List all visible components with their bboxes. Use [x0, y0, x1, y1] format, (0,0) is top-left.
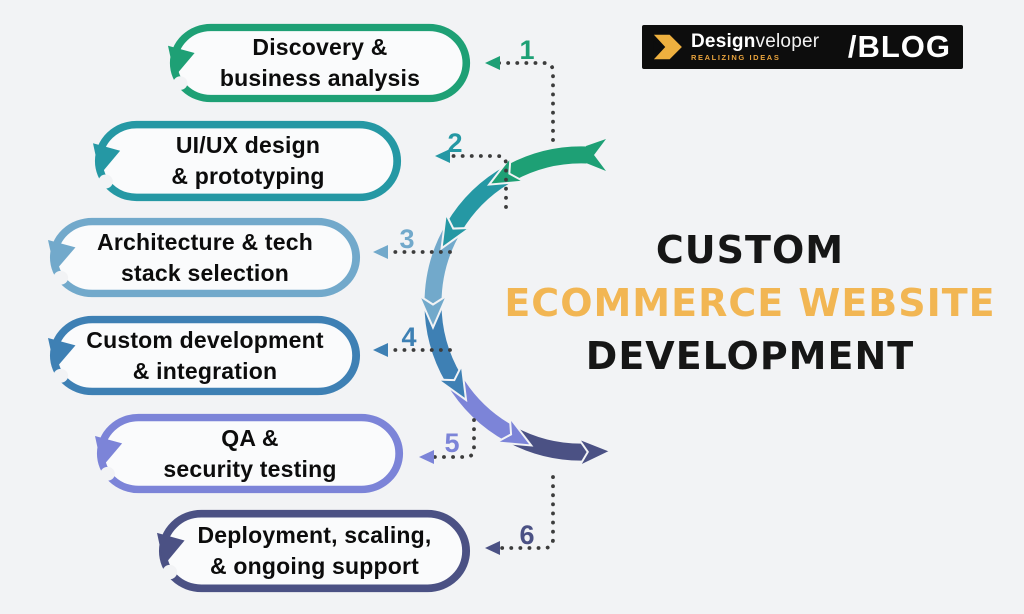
step-label-line2: business analysis: [219, 65, 421, 91]
loop-arrow-icon: [48, 337, 76, 370]
connector-arrowhead-1: [485, 56, 500, 70]
step-number-3: 3: [399, 224, 414, 254]
ring-gap: [98, 174, 113, 189]
ring-gap: [100, 466, 115, 481]
step-label-line2: & ongoing support: [209, 553, 420, 579]
step-label-line2: & prototyping: [171, 163, 325, 189]
brand-name: Designveloper: [691, 32, 819, 51]
ring-gap: [53, 368, 69, 383]
main-title: CUSTOM ECOMMERCE WEBSITE DEVELOPMENT: [500, 224, 1000, 383]
pill-frame: [48, 315, 361, 396]
ring-gap: [173, 76, 188, 90]
step-label-line1: Custom development: [86, 326, 324, 353]
step-pill-discovery: Discovery & business analysis: [168, 22, 472, 104]
loop-arrow-icon: [95, 435, 123, 468]
step-label: Architecture & tech stack selection: [48, 216, 362, 299]
pill-frame: [157, 509, 471, 593]
ring-gap: [162, 564, 178, 580]
step-label: UI/UX design & prototyping: [93, 119, 403, 203]
loop-arrow-icon: [157, 532, 185, 566]
step-pill-architecture: Architecture & tech stack selection: [48, 216, 362, 299]
step-label-line1: UI/UX design: [175, 132, 321, 158]
title-line-1: CUSTOM: [655, 228, 845, 272]
step-label: Deployment, scaling, & ongoing support: [157, 508, 472, 594]
title-line-3: DEVELOPMENT: [585, 334, 915, 378]
brand-text: Designveloper REALIZING IDEAS: [691, 32, 819, 62]
step-label-line2: security testing: [163, 455, 337, 482]
step-number-6: 6: [519, 520, 534, 550]
step-label-line1: Architecture & tech: [97, 228, 313, 255]
pill-frame: [93, 120, 402, 202]
connector-arrowhead-4: [373, 343, 388, 357]
pill-frame: [95, 413, 404, 494]
ring-gap: [53, 270, 69, 285]
loop-arrow-icon: [93, 143, 121, 175]
connector-arrowhead-6: [485, 541, 500, 555]
arc-segment-1: [510, 146, 588, 173]
step-label-line1: QA &: [221, 424, 279, 451]
step-number-1: 1: [519, 35, 534, 65]
loop-arrow-icon: [48, 239, 76, 272]
step-label: QA & security testing: [95, 412, 405, 495]
step-pill-uiux: UI/UX design & prototyping: [93, 119, 403, 203]
step-label-line2: & integration: [132, 357, 278, 384]
connector-arrowhead-3: [373, 245, 388, 259]
step-label-line2: stack selection: [121, 259, 289, 286]
loop-arrow-icon: [168, 45, 195, 77]
step-pill-development: Custom development & integration: [48, 314, 362, 397]
step-pill-deployment: Deployment, scaling, & ongoing support: [157, 508, 472, 594]
step-label: Custom development & integration: [48, 314, 362, 397]
brand-name-rest: veloper: [755, 31, 820, 53]
pill-frame: [168, 23, 471, 103]
dotted-connector-1: [497, 61, 555, 142]
brand-name-bold: Design: [691, 31, 756, 53]
designveloper-blog-logo: Designveloper REALIZING IDEAS /BLOG: [642, 25, 963, 69]
pill-frame: [48, 217, 361, 298]
step-label: Discovery & business analysis: [168, 22, 472, 104]
arc-tail-fin: [586, 139, 606, 171]
brand-tagline: REALIZING IDEAS: [691, 53, 781, 63]
blog-wordmark: /BLOG: [847, 29, 951, 64]
step-label-line1: Discovery &: [252, 34, 388, 60]
step-label-line1: Deployment, scaling,: [197, 522, 432, 548]
step-pill-qa: QA & security testing: [95, 412, 405, 495]
designveloper-arrow-icon: [653, 34, 682, 60]
step-number-4: 4: [401, 322, 416, 352]
title-line-2: ECOMMERCE WEBSITE: [504, 281, 996, 325]
